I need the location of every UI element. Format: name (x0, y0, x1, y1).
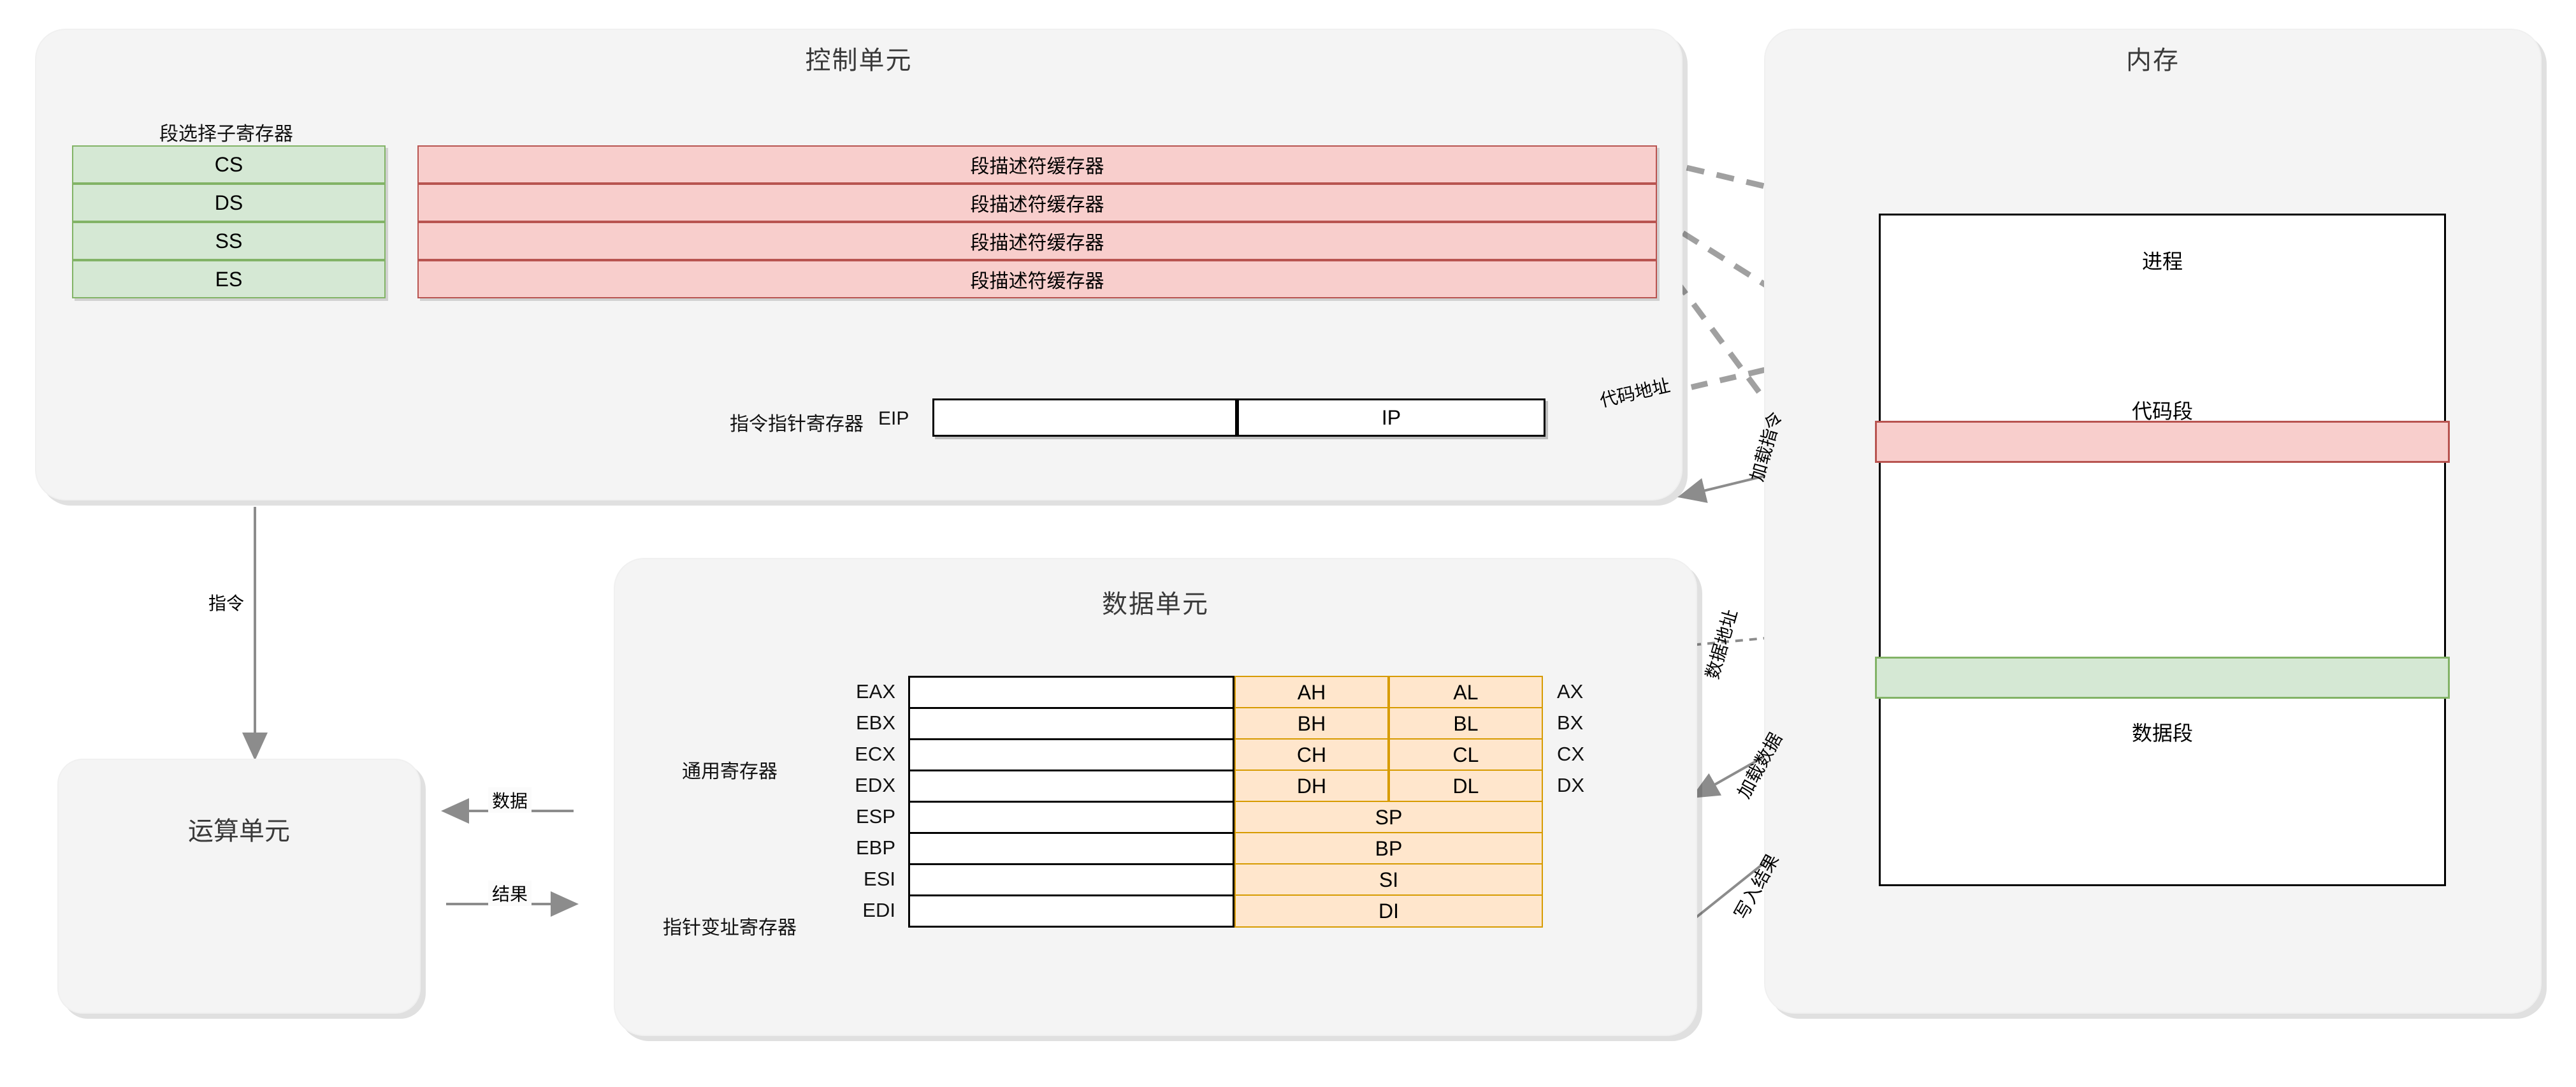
register-cell-si[interactable]: SI (1234, 863, 1543, 896)
wire-label-result: 结果 (488, 880, 532, 906)
register-label-eax: EAX (855, 680, 895, 703)
register-high-cell-esi[interactable] (908, 863, 1234, 896)
ip-register-name: EIP (878, 408, 909, 429)
memory-title: 内存 (2126, 47, 2180, 75)
descriptor-cache-row-1[interactable]: 段描述符缓存器 (417, 145, 1657, 184)
memory-data-segment-label: 数据段 (2131, 722, 2194, 745)
register-label-ebp: EBP (855, 836, 895, 859)
register-label-ebx: EBX (855, 711, 895, 734)
register-cell-ah[interactable]: AH (1234, 676, 1389, 709)
register-label-edx: EDX (855, 774, 895, 796)
segment-selector-caption: 段选择子寄存器 (159, 124, 293, 145)
register-high-cell-esp[interactable] (908, 801, 1234, 834)
pointer-registers-caption: 指针变址寄存器 (663, 917, 797, 938)
register-high-cell-edi[interactable] (908, 894, 1234, 928)
eip-high-half[interactable] (932, 398, 1237, 437)
eip-low-half-ip[interactable]: IP (1237, 398, 1545, 437)
register-label-edi: EDI (862, 899, 895, 921)
general-registers-caption: 通用寄存器 (682, 761, 778, 782)
register-word-label-ax: AX (1557, 680, 1584, 703)
memory-process-box (1879, 214, 2446, 886)
data-unit-title: 数据单元 (1102, 590, 1209, 618)
register-high-cell-ebp[interactable] (908, 832, 1234, 865)
register-label-esi: ESI (864, 868, 895, 890)
register-cell-di[interactable]: DI (1234, 894, 1543, 928)
descriptor-cache-row-4[interactable]: 段描述符缓存器 (417, 260, 1657, 298)
register-high-cell-edx[interactable] (908, 770, 1234, 803)
register-cell-sp[interactable]: SP (1234, 801, 1543, 834)
wire-label-instruction: 指令 (208, 594, 245, 613)
memory-process-label: 进程 (2141, 250, 2183, 273)
register-cell-bh[interactable]: BH (1234, 707, 1389, 740)
memory-code-segment-label: 代码段 (2131, 400, 2194, 423)
ip-register-caption: 指令指针寄存器 (730, 414, 864, 435)
register-high-cell-eax[interactable] (908, 676, 1234, 709)
register-cell-al[interactable]: AL (1389, 676, 1543, 709)
register-cell-dh[interactable]: DH (1234, 770, 1389, 803)
segment-selector-ds[interactable]: DS (72, 184, 386, 222)
register-word-label-cx: CX (1557, 743, 1585, 765)
segment-selector-es[interactable]: ES (72, 260, 386, 298)
register-label-ecx: ECX (855, 743, 895, 765)
descriptor-cache-row-2[interactable]: 段描述符缓存器 (417, 184, 1657, 222)
register-cell-bp[interactable]: BP (1234, 832, 1543, 865)
register-cell-cl[interactable]: CL (1389, 738, 1543, 771)
register-word-label-dx: DX (1557, 774, 1585, 796)
control-unit-title: 控制单元 (805, 47, 913, 75)
register-high-cell-ecx[interactable] (908, 738, 1234, 771)
register-label-esp: ESP (855, 805, 895, 828)
register-high-cell-ebx[interactable] (908, 707, 1234, 740)
register-cell-ch[interactable]: CH (1234, 738, 1389, 771)
wire-label-data: 数据 (488, 787, 532, 813)
memory-data-band (1875, 657, 2450, 699)
wire-label-data-address: 数据地址 (1702, 607, 1741, 682)
descriptor-cache-row-3[interactable]: 段描述符缓存器 (417, 222, 1657, 260)
register-cell-dl[interactable]: DL (1389, 770, 1543, 803)
register-word-label-bx: BX (1557, 711, 1584, 734)
memory-code-band (1875, 421, 2450, 463)
register-cell-bl[interactable]: BL (1389, 707, 1543, 740)
alu-unit-panel (57, 759, 421, 1014)
segment-selector-cs[interactable]: CS (72, 145, 386, 184)
alu-unit-title: 运算单元 (188, 817, 290, 845)
segment-selector-ss[interactable]: SS (72, 222, 386, 260)
